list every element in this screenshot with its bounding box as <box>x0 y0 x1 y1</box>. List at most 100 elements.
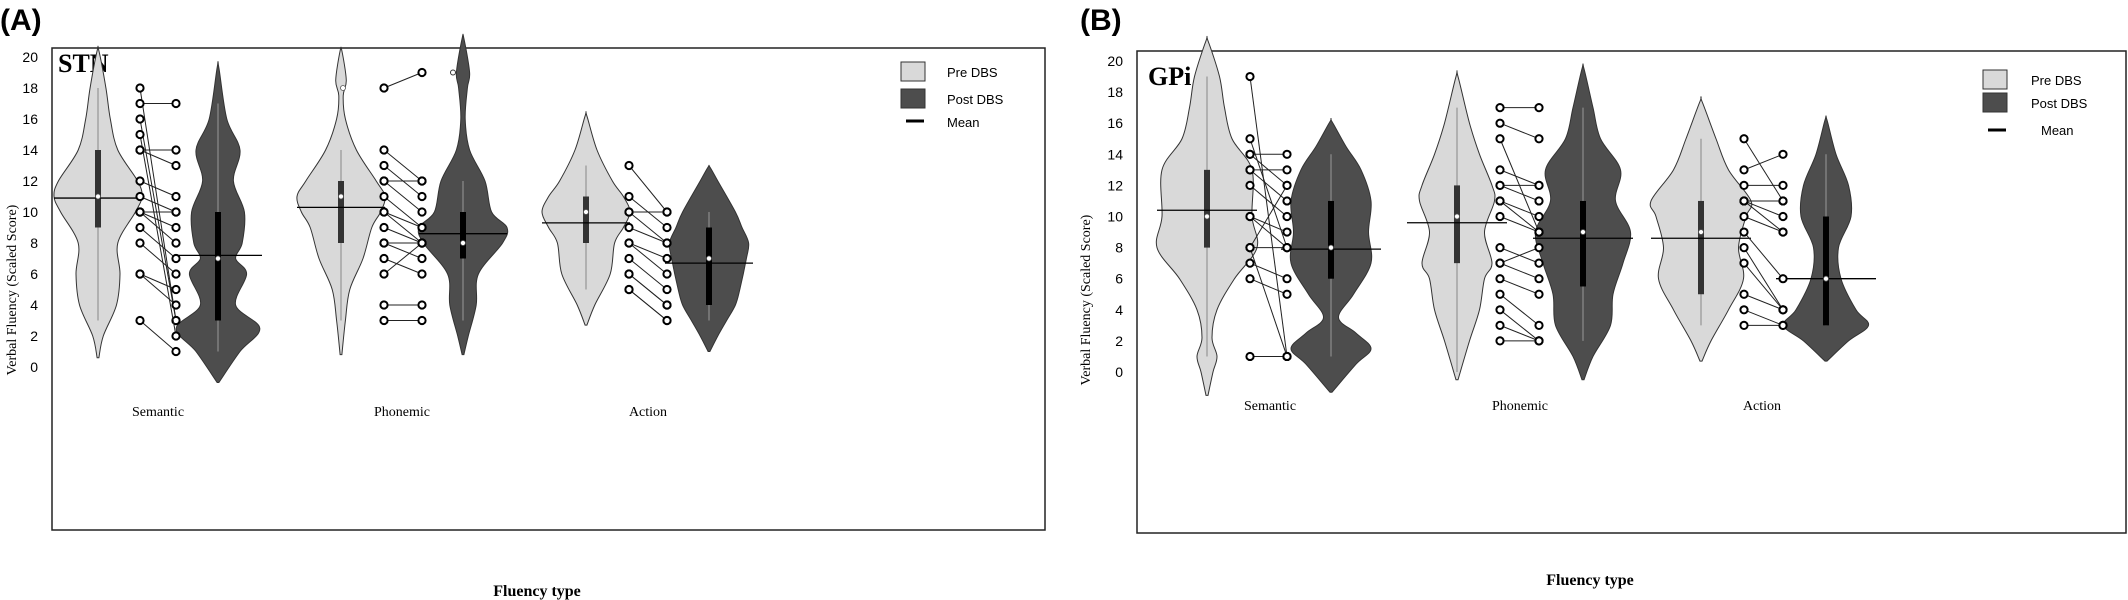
post-point <box>171 315 181 326</box>
pair-line <box>383 72 423 89</box>
post-point <box>1534 243 1544 253</box>
post-point <box>171 145 181 155</box>
panel-b-y-axis-label: Verbal Fluency (Scaled Score) <box>1079 214 1094 385</box>
pair-line <box>383 227 423 244</box>
iqr-box-post <box>1823 216 1829 326</box>
pair-line <box>1499 247 1540 264</box>
post-point <box>171 191 181 202</box>
post-point <box>1282 211 1292 222</box>
legend-mean-label: Mean <box>947 115 980 130</box>
pre-point <box>624 160 634 171</box>
y-tick-label: 16 <box>1107 115 1123 131</box>
pre-point <box>1739 227 1749 237</box>
pair-line <box>628 165 668 213</box>
post-point <box>1534 196 1544 206</box>
post-point <box>171 331 181 341</box>
iqr-box-post <box>1328 200 1334 279</box>
pair-line <box>1743 309 1784 326</box>
pre-point <box>379 315 389 326</box>
post-point <box>417 222 427 233</box>
pair-line <box>1499 293 1540 326</box>
y-tick-label: 12 <box>22 173 38 189</box>
pair-line <box>1743 153 1784 171</box>
pair-line <box>383 242 423 275</box>
pair-line <box>139 211 177 228</box>
iqr-box-post <box>215 212 221 321</box>
outlier-pre <box>340 85 346 91</box>
y-tick-label: 8 <box>1115 240 1123 256</box>
pre-point <box>1495 211 1505 222</box>
pair-line <box>628 289 668 321</box>
median-dot-post <box>1328 244 1334 251</box>
pre-point <box>1245 274 1255 284</box>
pair-line <box>1499 262 1540 280</box>
post-point <box>1778 211 1788 222</box>
panel-a-frame <box>51 47 1046 531</box>
legend-pre-label: Pre DBS <box>947 65 998 80</box>
y-tick-label: 4 <box>30 297 38 313</box>
pre-point <box>1495 320 1505 330</box>
pair-line <box>1499 122 1540 140</box>
pair-line <box>1743 138 1784 202</box>
pre-point <box>1245 243 1255 253</box>
legend-mean-label: Mean <box>2041 123 2074 138</box>
pair-line <box>1499 200 1540 233</box>
median-dot-pre <box>95 193 101 200</box>
iqr-box-post <box>706 227 712 305</box>
y-tick-label: 0 <box>30 359 38 375</box>
pre-point <box>1495 134 1505 144</box>
pair-line <box>1249 185 1288 217</box>
pair-line <box>139 227 177 259</box>
pre-point <box>135 207 145 217</box>
post-point <box>417 238 427 248</box>
pair-line <box>1249 278 1288 295</box>
legend-pre-swatch <box>1982 69 2008 90</box>
pair-line <box>1499 324 1540 342</box>
pair-line <box>628 273 668 306</box>
pre-point <box>1739 320 1749 330</box>
pre-point <box>379 176 389 186</box>
pre-point <box>1739 305 1749 315</box>
post-point <box>171 300 181 310</box>
x-tick-label: Phonemic <box>1492 399 1548 414</box>
post-point <box>1534 227 1544 237</box>
median-dot-post <box>460 240 466 246</box>
pre-point <box>1245 149 1255 159</box>
pre-point <box>1245 134 1255 144</box>
pre-point <box>1245 351 1255 362</box>
post-point <box>417 191 427 202</box>
median-dot-pre <box>583 209 589 215</box>
post-point <box>1282 180 1292 190</box>
pre-point <box>135 83 145 93</box>
pair-line <box>1249 216 1288 248</box>
y-tick-label: 18 <box>22 80 38 96</box>
pair-line <box>139 273 177 290</box>
panel-b-tag: (B) <box>1080 4 1122 37</box>
panel-b-plot-area <box>1155 35 1876 396</box>
pair-line <box>1743 262 1784 311</box>
pre-point <box>135 129 145 140</box>
pre-point <box>1495 289 1505 299</box>
pre-point <box>379 222 389 233</box>
post-point <box>1282 351 1292 362</box>
pair-line <box>1249 216 1288 233</box>
y-tick-label: 6 <box>30 266 38 282</box>
post-point <box>1778 149 1788 159</box>
pre-point <box>1495 180 1505 190</box>
pair-line <box>383 180 423 213</box>
y-tick-label: 10 <box>22 204 38 220</box>
pre-point <box>1495 196 1505 206</box>
post-point <box>1282 227 1292 237</box>
pre-point <box>1245 258 1255 268</box>
median-dot-pre <box>1204 213 1210 220</box>
pre-point <box>1495 258 1505 268</box>
pre-point <box>624 253 634 264</box>
pair-line <box>383 242 423 259</box>
pre-point <box>379 269 389 279</box>
pre-point <box>379 145 389 155</box>
pre-point <box>1739 211 1749 222</box>
legend-pre-label: Pre DBS <box>2031 73 2082 88</box>
pre-point <box>1739 243 1749 253</box>
